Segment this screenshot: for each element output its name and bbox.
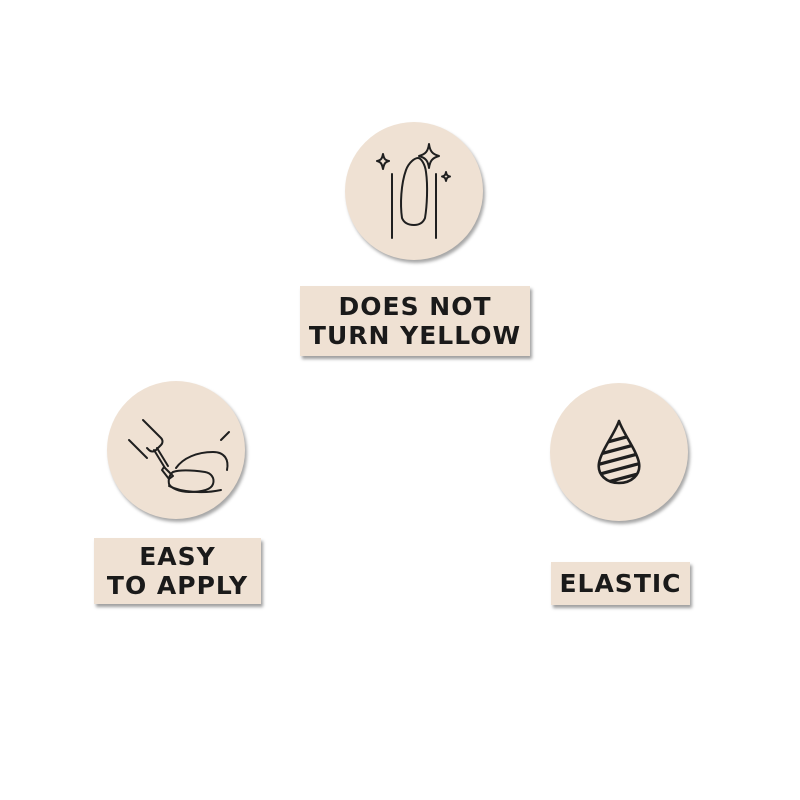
- feature-label-does-not-turn-yellow: DOES NOT TURN YELLOW: [300, 286, 530, 356]
- sparkling-nail-icon: [376, 143, 451, 239]
- feature-label-line: TURN YELLOW: [308, 321, 522, 350]
- feature-label-elastic: ELASTIC: [551, 562, 690, 605]
- feature-label-line: DOES NOT: [338, 292, 492, 321]
- feature-icon-badge-does-not-turn-yellow: [345, 122, 483, 260]
- striped-drop-icon: [597, 419, 641, 485]
- feature-label-line: EASY: [139, 542, 216, 571]
- feature-label-line: TO APPLY: [106, 571, 249, 600]
- feature-icon-badge-easy-to-apply: [107, 381, 245, 519]
- nail-polish-brush-icon: [128, 419, 230, 494]
- feature-label-easy-to-apply: EASY TO APPLY: [94, 538, 261, 604]
- feature-icon-badge-elastic: [550, 383, 688, 521]
- feature-label-line: ELASTIC: [559, 569, 682, 598]
